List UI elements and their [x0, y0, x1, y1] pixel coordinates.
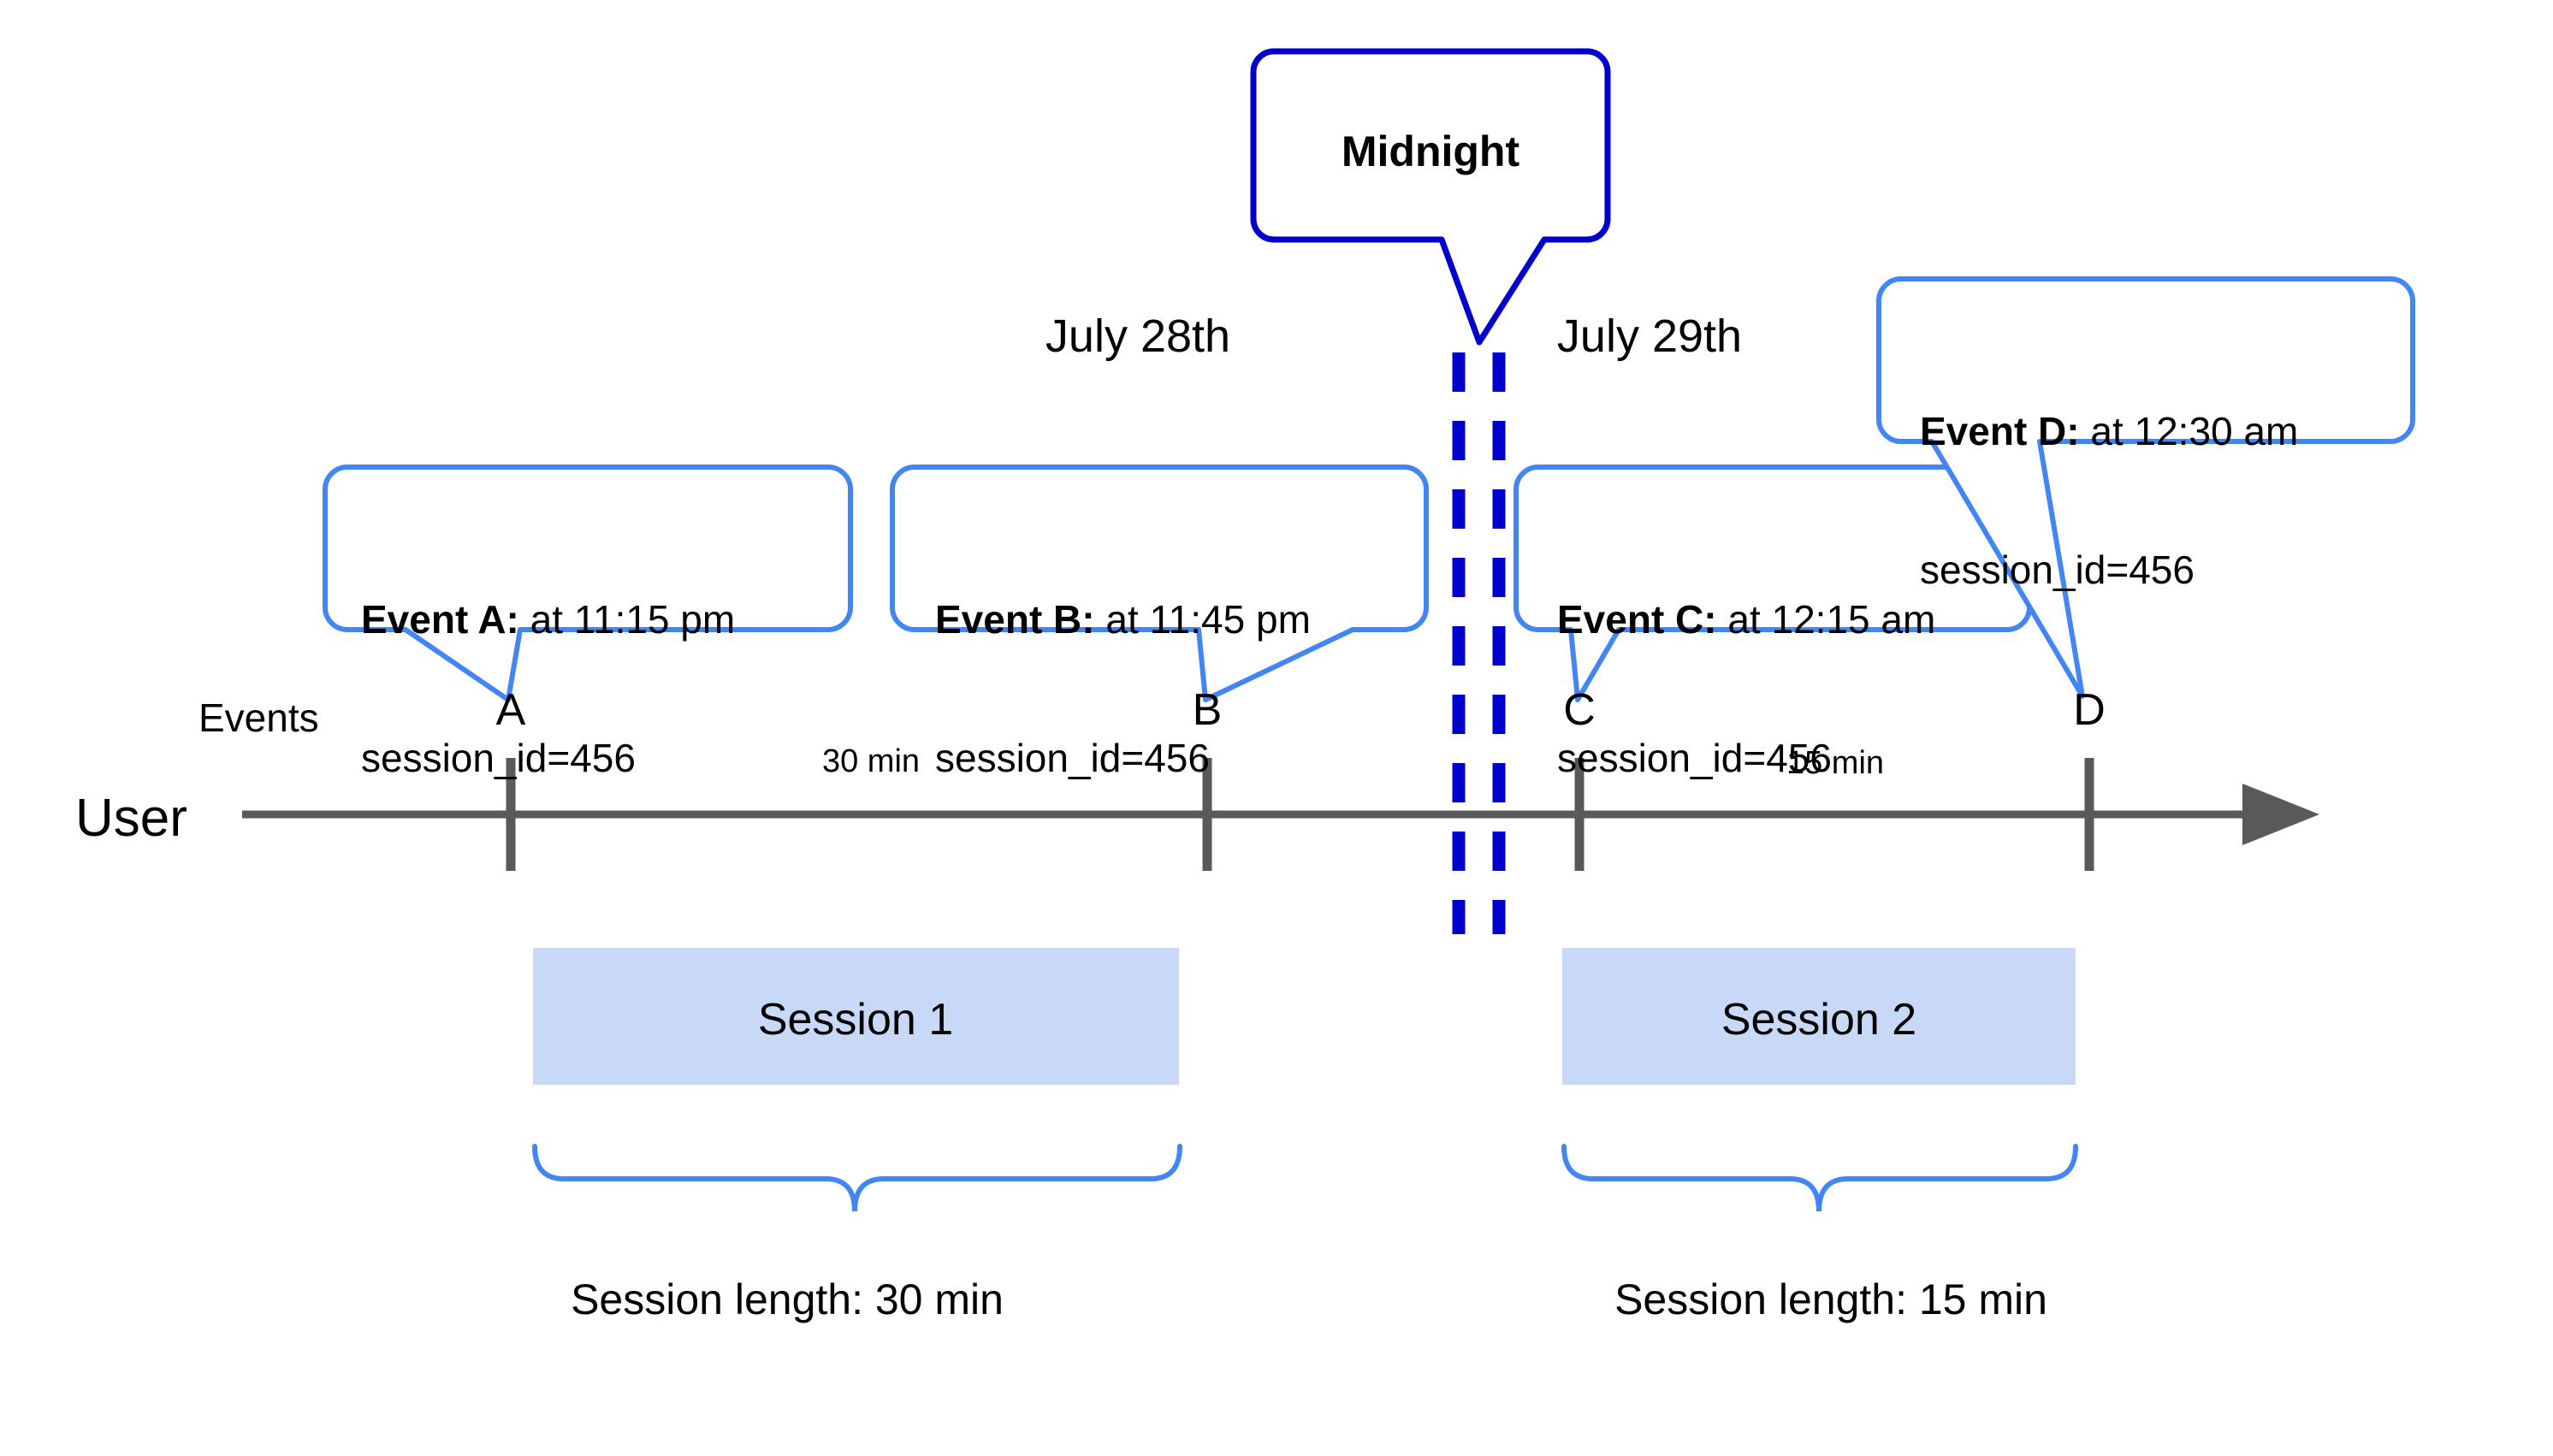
callout-event-b-title: Event B:: [935, 596, 1095, 642]
callout-event-c-line1: Event C: at 12:15 am: [1557, 596, 1935, 642]
callout-shape-event-a: [323, 465, 853, 702]
date-label-july-29: July 29th: [1556, 311, 1743, 362]
callout-event-d-time: at 12:30 am: [2079, 408, 2299, 453]
callout-event-c-detail: session_id=456: [1557, 736, 1832, 781]
callout-event-d: Event D: at 12:30 am session_id=456: [1920, 315, 2298, 686]
tick-label-c: C: [1563, 685, 1596, 735]
session-brace-2: [1561, 1144, 2078, 1212]
callout-event-a: Event A: at 11:15 pm session_id=456: [361, 503, 735, 874]
session-length-2: Session length: 15 min: [1614, 1275, 2047, 1323]
session-label-2: Session 2: [1721, 995, 1917, 1045]
callout-event-b-detail: session_id=456: [935, 736, 1210, 781]
callout-event-d-title: Event D:: [1920, 408, 2080, 453]
callout-event-a-line1: Event A: at 11:15 pm: [361, 596, 735, 642]
tick-label-a: A: [495, 685, 526, 735]
callout-event-b: Event B: at 11:45 pm session_id=456: [935, 503, 1311, 874]
callout-event-b-line1: Event B: at 11:45 pm: [935, 596, 1311, 642]
callout-shape-event-d: [1876, 276, 2415, 699]
callout-event-a-time: at 11:15 pm: [518, 596, 736, 642]
midnight-callout-shape: [1250, 48, 1611, 346]
callout-event-a-detail: session_id=456: [361, 736, 636, 781]
tick-label-d: D: [2073, 685, 2106, 735]
callout-event-a-title: Event A:: [361, 596, 519, 642]
row-label-user: User: [75, 789, 187, 848]
callout-event-c-time: at 12:15 am: [1716, 596, 1936, 642]
tick-marks: [506, 758, 2094, 871]
session-length-1: Session length: 30 min: [571, 1275, 1004, 1323]
midnight-label: Midnight: [1341, 127, 1520, 175]
midnight-boundary-lines: [1452, 352, 1506, 934]
session-brace-1: [532, 1144, 1182, 1212]
date-label-july-28: July 28th: [1045, 311, 1231, 362]
session-blocks: [533, 948, 2076, 1085]
callout-event-b-time: at 11:45 pm: [1094, 596, 1311, 642]
callout-shape-event-b: [890, 465, 1429, 702]
gap-label-a-to-b: 30 min: [821, 743, 921, 779]
callout-event-c: Event C: at 12:15 am session_id=456: [1557, 503, 1935, 874]
session-label-1: Session 1: [757, 995, 954, 1045]
tick-label-b: B: [1192, 685, 1223, 735]
callout-event-d-line1: Event D: at 12:30 am: [1920, 408, 2298, 454]
gap-label-c-to-d: 15 min: [1786, 745, 1885, 781]
session-block-1: [533, 948, 1179, 1085]
session-block-2: [1562, 948, 2076, 1085]
session-braces: [532, 1144, 2078, 1212]
callout-event-d-detail: session_id=456: [1920, 547, 2195, 593]
callout-event-c-title: Event C:: [1557, 596, 1717, 642]
events-label: Events: [198, 695, 319, 740]
